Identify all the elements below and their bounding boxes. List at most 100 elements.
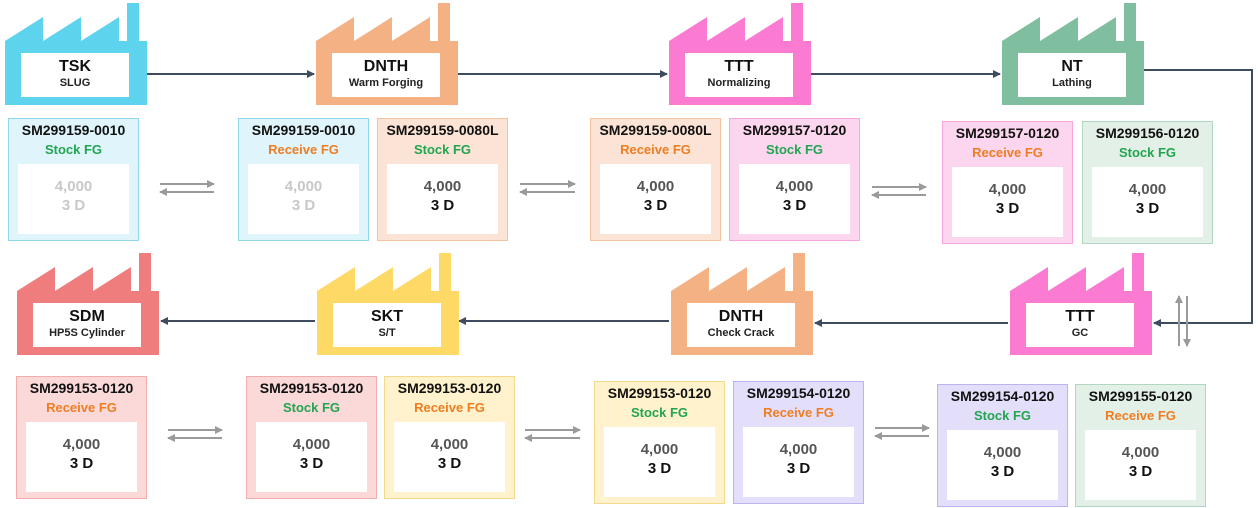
status-label: Stock FG [44,142,103,157]
factory-code: SKT [371,308,403,325]
part-number: SM299159-0010 [251,122,356,138]
part-number: SM299154-0120 [746,385,851,401]
lead-time-value: 3 D [1135,200,1160,217]
quantity-value: 4,000 [430,436,469,453]
part-number: SM299159-0080L [386,122,499,138]
factory-nt: NT Lathing [1002,3,1144,105]
lead-time-value: 3 D [61,197,86,214]
part-number: SM299153-0120 [259,380,364,396]
quantity-box: 4,000 3 D [743,427,854,497]
lead-time-value: 3 D [786,460,811,477]
factory-code: NT [1061,58,1083,75]
factory-code: DNTH [718,308,764,325]
flow-arrow [1144,69,1253,327]
status-label: Stock FG [413,142,472,157]
part-number: SM299153-0120 [607,385,712,401]
quantity-value: 4,000 [62,436,101,453]
quantity-value: 4,000 [292,436,331,453]
lead-time-value: 3 D [995,200,1020,217]
quantity-box: 4,000 3 D [248,164,359,234]
factory-tsk: TSK SLUG [5,3,147,105]
factory-label: SKT S/T [333,303,441,347]
factory-dnth2: DNTH Check Crack [671,253,813,355]
quantity-value: 4,000 [54,178,93,195]
lead-time-value: 3 D [69,455,94,472]
part-number: SM299156-0120 [1095,125,1200,141]
quantity-box: 4,000 3 D [18,164,129,234]
part-number: SM299159-0010 [21,122,126,138]
quantity-box: 4,000 3 D [600,164,711,234]
quantity-box: 4,000 3 D [947,430,1058,500]
factory-dnth1: DNTH Warm Forging [316,3,458,105]
lead-time-value: 3 D [437,455,462,472]
factory-label: DNTH Check Crack [687,303,795,347]
lead-time-value: 3 D [990,463,1015,480]
factory-sdm: SDM HP5S Cylinder [17,253,159,355]
part-number: SM299153-0120 [397,380,502,396]
factory-code: SDM [69,308,105,325]
lead-time-value: 3 D [291,197,316,214]
lead-time-value: 3 D [782,197,807,214]
factory-code: DNTH [363,58,409,75]
quantity-box: 4,000 3 D [1092,167,1203,237]
quantity-value: 4,000 [983,444,1022,461]
factory-label: DNTH Warm Forging [332,53,440,97]
lead-time-value: 3 D [299,455,324,472]
factory-process: SLUG [59,77,91,89]
part-number: SM299159-0080L [599,122,712,138]
factory-process: S/T [378,327,396,339]
quantity-value: 4,000 [636,178,675,195]
part-number: SM299155-0120 [1088,388,1193,404]
factory-process: Check Crack [707,327,775,339]
factory-process: GC [1071,327,1089,339]
status-label: Stock FG [282,400,341,415]
status-label: Receive FG [763,405,834,420]
factory-skt: SKT S/T [317,253,459,355]
part-number: SM299153-0120 [29,380,134,396]
part-card: SM299159-0080L Stock FG 4,000 3 D [377,118,508,241]
quantity-box: 4,000 3 D [604,427,715,497]
quantity-value: 4,000 [988,181,1027,198]
factory-process: Normalizing [707,77,771,89]
factory-process: HP5S Cylinder [49,327,125,339]
quantity-box: 4,000 3 D [952,167,1063,237]
quantity-value: 4,000 [779,441,818,458]
status-label: Receive FG [972,145,1043,160]
status-label: Stock FG [1118,145,1177,160]
part-number: SM299157-0120 [742,122,847,138]
status-label: Receive FG [268,142,339,157]
part-number: SM299157-0120 [955,125,1060,141]
factory-code: TSK [59,58,91,75]
status-label: Receive FG [414,400,485,415]
factory-label: TSK SLUG [21,53,129,97]
lead-time-value: 3 D [647,460,672,477]
quantity-value: 4,000 [1128,181,1167,198]
factory-label: NT Lathing [1018,53,1126,97]
quantity-value: 4,000 [423,178,462,195]
quantity-value: 4,000 [284,178,323,195]
status-label: Stock FG [973,408,1032,423]
factory-process: Lathing [1052,77,1092,89]
lead-time-value: 3 D [643,197,668,214]
quantity-value: 4,000 [1121,444,1160,461]
lead-time-value: 3 D [430,197,455,214]
factory-process: Warm Forging [348,77,424,89]
quantity-value: 4,000 [640,441,679,458]
quantity-box: 4,000 3 D [394,422,505,492]
